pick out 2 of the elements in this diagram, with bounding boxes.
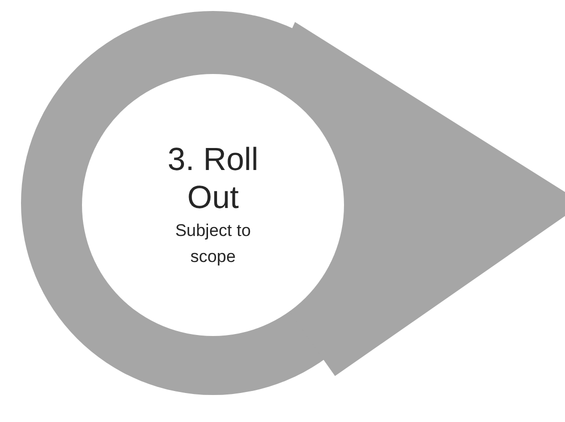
step-description: Subject to scope <box>174 220 252 268</box>
step-heading: 3. Roll Out <box>166 140 260 216</box>
